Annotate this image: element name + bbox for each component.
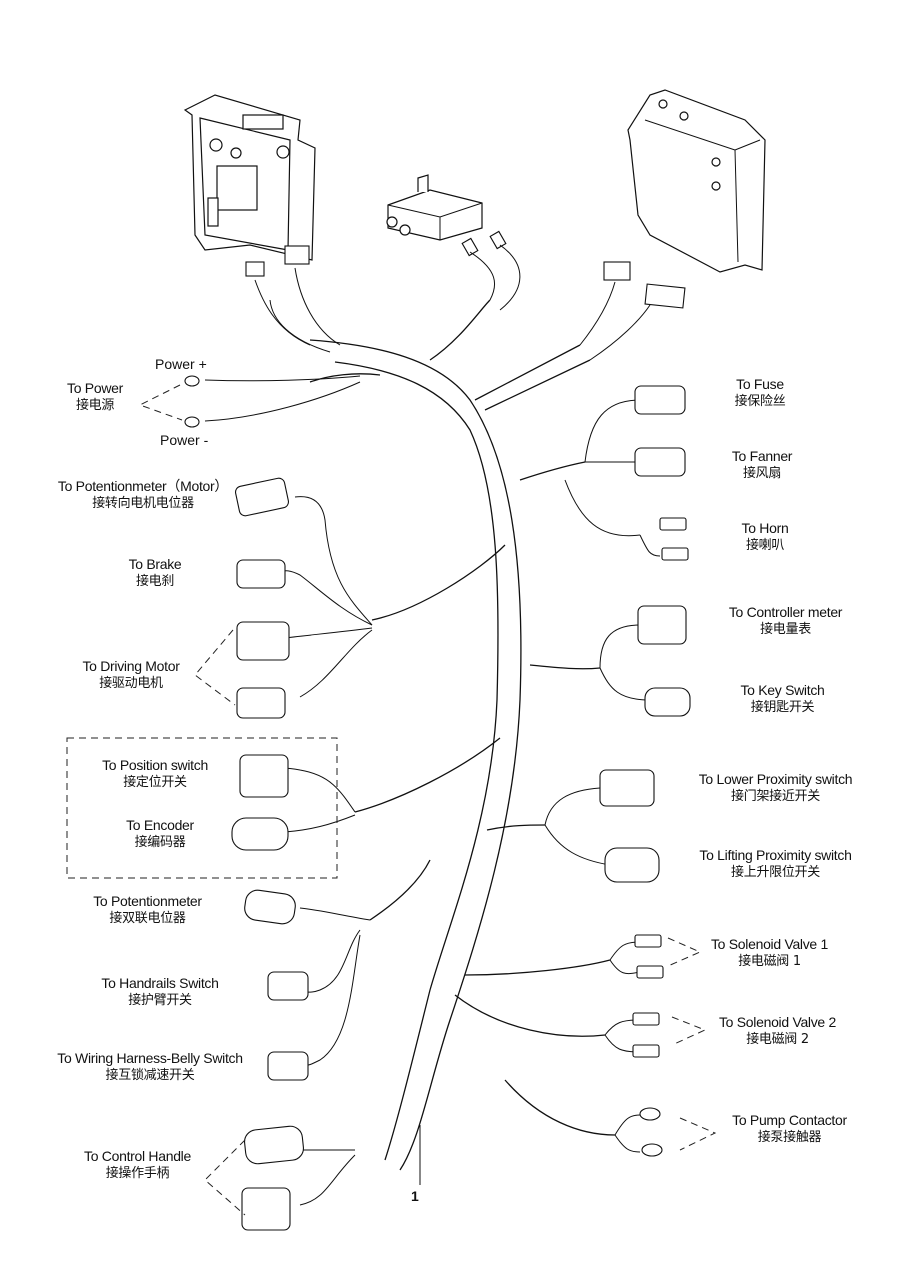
label-fuse: To Fuse 接保险丝 [720, 376, 800, 410]
pump-controller-module [627, 89, 766, 273]
power-plus-label: Power + [155, 356, 207, 372]
label-solenoid-2: To Solenoid Valve 2 接电磁阀 2 [710, 1014, 845, 1048]
label-en: To Control Handle [84, 1148, 191, 1164]
label-brake: To Brake 接电刹 [110, 556, 200, 590]
label-encoder: To Encoder 接编码器 [115, 817, 205, 851]
label-en: To Fuse [736, 376, 784, 392]
contactor-module [386, 174, 483, 241]
label-zh: 接门架接近开关 [731, 788, 820, 804]
label-zh: 接转向电机电位器 [92, 495, 194, 511]
label-en: To Key Switch [740, 682, 825, 698]
label-solenoid-1: To Solenoid Valve 1 接电磁阀 1 [702, 936, 837, 970]
label-zh: 接操作手柄 [105, 1165, 170, 1181]
callout-number: 1 [411, 1188, 419, 1204]
label-zh: 接双联电位器 [109, 910, 186, 926]
label-potentiometer-motor: To Potentionmeter（Motor） 接转向电机电位器 [48, 478, 238, 512]
label-zh: 接泵接触器 [757, 1129, 822, 1145]
label-control-handle: To Control Handle 接操作手柄 [75, 1148, 200, 1182]
label-zh: 接上升限位开关 [731, 864, 820, 880]
label-zh: 接保险丝 [734, 393, 786, 409]
label-en: To Solenoid Valve 1 [710, 936, 828, 952]
label-horn: To Horn 接喇叭 [725, 520, 805, 554]
label-zh: 接编码器 [134, 834, 186, 850]
label-en: To Wiring Harness-Belly Switch [57, 1050, 243, 1066]
label-zh: 接互锁减速开关 [105, 1067, 195, 1083]
label-en: To Controller meter [728, 604, 843, 620]
label-en: To Position switch [102, 757, 208, 773]
label-key-switch: To Key Switch 接钥匙开关 [730, 682, 835, 716]
label-zh: 接钥匙开关 [750, 699, 815, 715]
label-driving-motor: To Driving Motor 接驱动电机 [72, 658, 190, 692]
label-fanner: To Fanner 接风扇 [717, 448, 807, 482]
left-connectors [184, 375, 309, 1231]
label-en: To Pump Contactor [732, 1112, 847, 1128]
label-en: To Handrails Switch [101, 975, 219, 991]
label-zh: 接护臂开关 [128, 992, 192, 1008]
label-en: To Solenoid Valve 2 [718, 1014, 836, 1030]
power-minus-label: Power - [160, 432, 209, 448]
label-en: To Encoder [126, 817, 194, 833]
to-power-zh: 接电源 [75, 397, 115, 413]
label-en: To Horn [741, 520, 789, 536]
to-power-en: To Power [67, 380, 123, 396]
label-potentiometer: To Potentionmeter 接双联电位器 [85, 893, 210, 927]
label-lifting-proximity: To Lifting Proximity switch 接上升限位开关 [688, 847, 863, 881]
label-zh: 接驱动电机 [99, 675, 163, 691]
label-en: To Lower Proximity switch [698, 771, 853, 787]
label-en: To Potentionmeter（Motor） [57, 478, 229, 494]
label-en: To Lifting Proximity switch [699, 847, 852, 863]
drive-controller-module [183, 94, 316, 261]
label-en: To Brake [128, 556, 182, 572]
label-pump-contactor: To Pump Contactor 接泵接触器 [722, 1112, 857, 1146]
label-handrails-switch: To Handrails Switch 接护臂开关 [90, 975, 230, 1009]
label-en: To Potentionmeter [93, 893, 202, 909]
harness-trunk [204, 244, 661, 1206]
dashed-leaders [66, 384, 717, 1216]
label-en: To Driving Motor [82, 658, 180, 674]
label-lower-proximity: To Lower Proximity switch 接门架接近开关 [688, 771, 863, 805]
right-connectors [599, 385, 691, 1157]
label-zh: 接电磁阀 2 [746, 1031, 809, 1047]
top-connectors [245, 230, 686, 309]
label-belly-switch: To Wiring Harness-Belly Switch 接互锁减速开关 [45, 1050, 255, 1084]
label-position-switch: To Position switch 接定位开关 [95, 757, 215, 791]
label-zh: 接定位开关 [123, 774, 187, 790]
label-zh: 接风扇 [742, 465, 782, 481]
label-en: To Fanner [731, 448, 793, 464]
label-zh: 接电刹 [135, 573, 175, 589]
label-zh: 接电磁阀 1 [738, 953, 801, 969]
to-power-label: To Power 接电源 [60, 380, 130, 414]
label-controller-meter: To Controller meter 接电量表 [718, 604, 853, 638]
label-zh: 接电量表 [760, 621, 811, 637]
label-zh: 接喇叭 [745, 537, 785, 553]
